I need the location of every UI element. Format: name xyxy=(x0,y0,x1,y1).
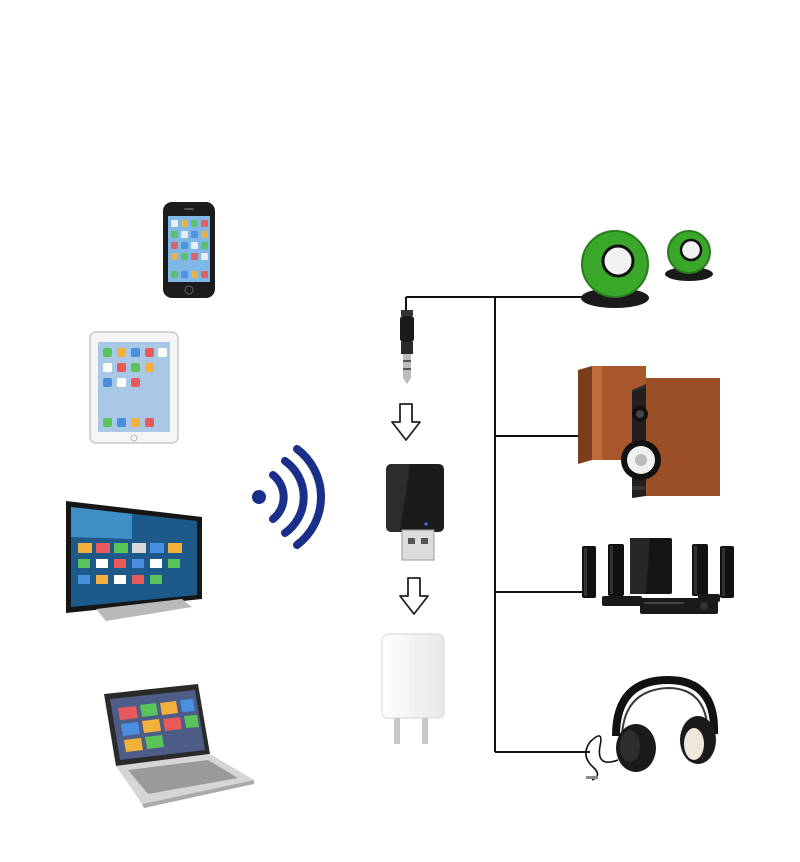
tablet-icon xyxy=(88,330,180,445)
wireless-signal-icon xyxy=(245,445,325,555)
audio-jack-icon xyxy=(396,308,418,384)
home-theater-icon xyxy=(580,538,740,616)
laptop-icon xyxy=(98,680,258,810)
arrow-down-icon xyxy=(398,576,430,616)
smartphone-icon xyxy=(160,200,220,300)
headphones-icon xyxy=(578,675,720,782)
tv-icon xyxy=(62,495,210,623)
mini-speakers-icon xyxy=(578,228,720,312)
power-adapter-icon xyxy=(376,632,448,748)
bookshelf-speakers-icon xyxy=(574,364,724,500)
arrow-down-icon xyxy=(390,402,422,442)
bluetooth-receiver-icon xyxy=(380,462,448,562)
